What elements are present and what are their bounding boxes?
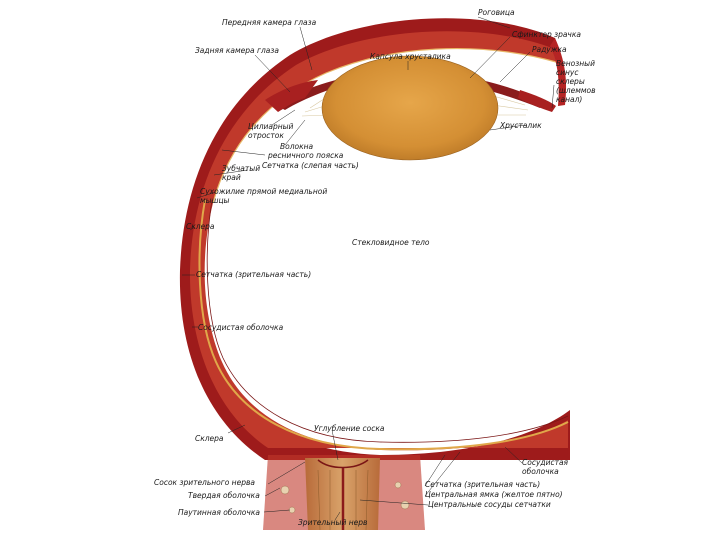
label-retina-optic-right: Сетчатка (зрительная часть): [425, 480, 540, 489]
label-retina-optic: Сетчатка (зрительная часть): [196, 270, 311, 279]
label-vitreous-body: Стекловидное тело: [352, 238, 430, 247]
label-dura: Твердая оболочка: [188, 491, 260, 500]
label-sclera-bottom: Склера: [195, 434, 224, 443]
label-optic-nerve: Зрительный нерв: [298, 518, 367, 527]
label-venous-sinus-3: склеры: [556, 77, 585, 86]
label-cornea: Роговица: [478, 8, 515, 17]
label-choroid-right-1: Сосудистая: [522, 458, 569, 467]
label-optic-papilla: Сосок зрительного нерва: [154, 478, 255, 487]
label-zonular-fibers-2: ресничного пояска: [267, 151, 344, 160]
label-choroid-right-2: оболочка: [522, 467, 559, 476]
label-lens-capsule: Капсула хрусталика: [370, 52, 451, 61]
label-pupil-sphincter: Сфинктер зрачка: [512, 30, 581, 39]
label-zonular-fibers-1: Волокна: [280, 142, 314, 151]
label-medial-rectus-2: мышцы: [200, 196, 230, 205]
label-lens: Хрусталик: [499, 121, 542, 130]
label-optic-disc-cup: Углубление соска: [314, 424, 385, 433]
label-choroid-left: Сосудистая оболочка: [198, 323, 284, 332]
label-iris: Радужка: [532, 45, 567, 54]
label-ciliary-process-1: Цилиарный: [248, 122, 294, 131]
label-ora-serrata-1: Зубчатый: [222, 164, 260, 173]
lens: [322, 56, 498, 160]
label-sclera-top: Склера: [186, 222, 215, 231]
label-venous-sinus-4: (шлеммов: [556, 86, 596, 95]
label-venous-sinus-1: Венозный: [556, 59, 595, 68]
label-ciliary-process-2: отросток: [248, 131, 284, 140]
label-medial-rectus-1: Сухожилие прямой медиальной: [200, 187, 327, 196]
label-venous-sinus-5: канал): [556, 95, 582, 104]
label-posterior-chamber: Задняя камера глаза: [195, 46, 279, 55]
label-venous-sinus-2: синус: [556, 68, 579, 77]
label-macula: Центральная ямка (желтое пятно): [425, 490, 563, 499]
label-ora-serrata-2: край: [222, 173, 241, 182]
retina-line-inner: [207, 200, 568, 442]
label-anterior-chamber: Передняя камера глаза: [222, 18, 317, 27]
label-retina-blind: Сетчатка (слепая часть): [262, 161, 359, 170]
label-retina-vessels: Центральные сосуды сетчатки: [428, 500, 551, 509]
label-arachnoid: Паутинная оболочка: [178, 508, 260, 517]
